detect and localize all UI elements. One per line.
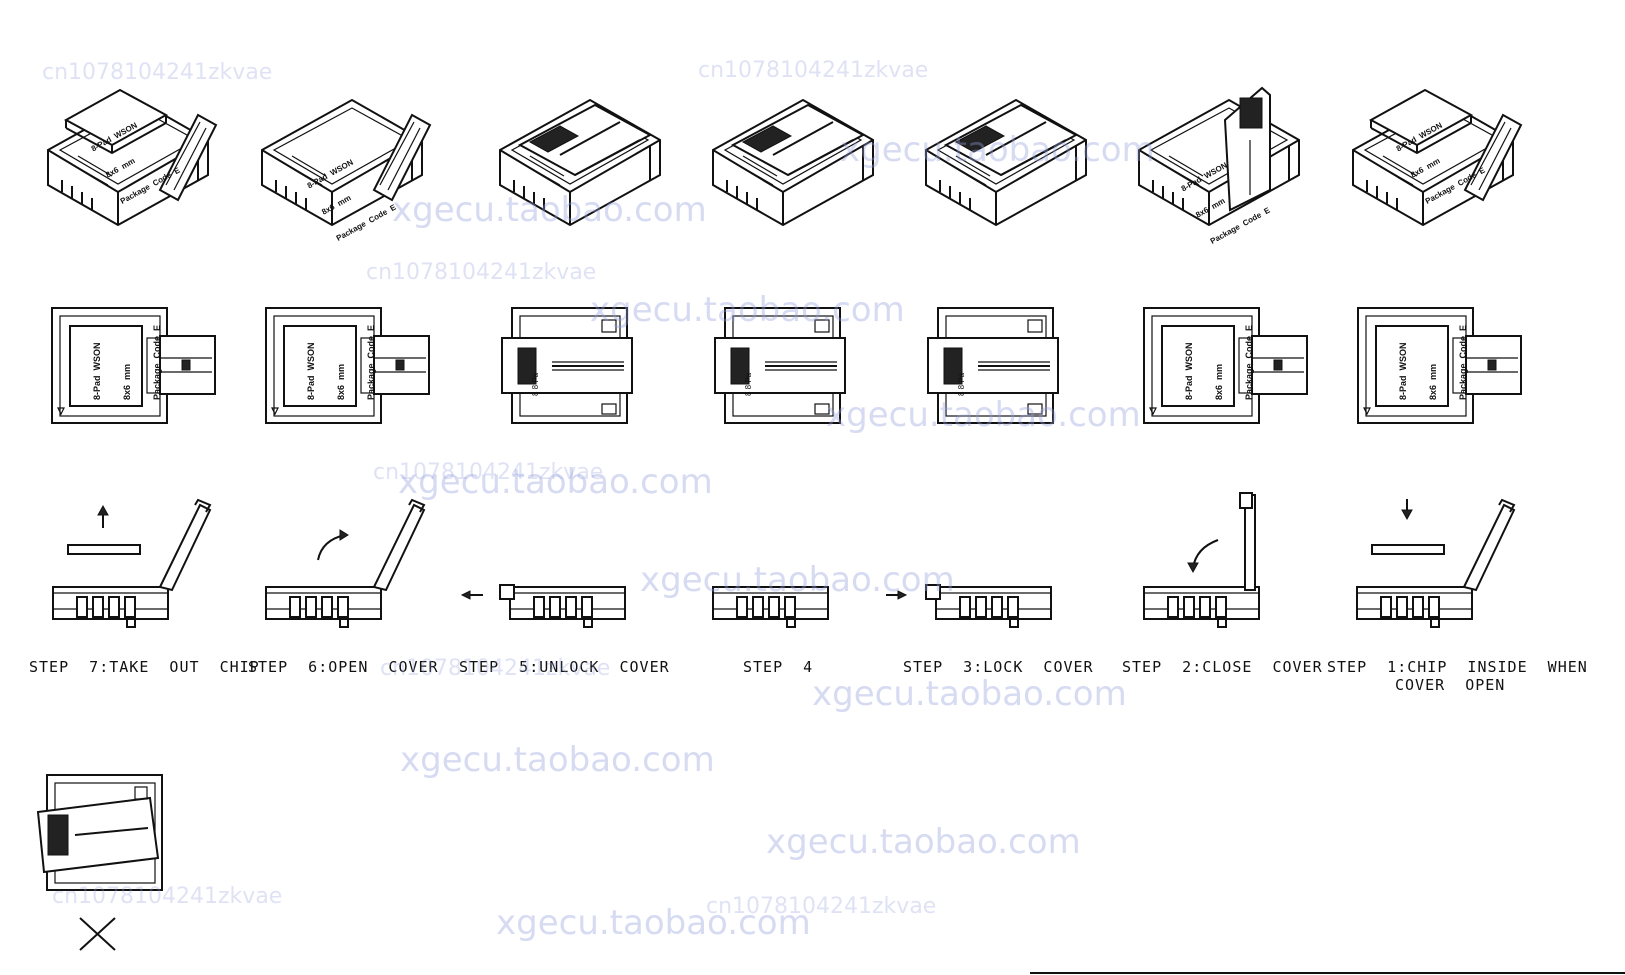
chip-line-2: 8x6 mm — [1194, 196, 1227, 220]
chip-line-1: 8-Pad WSON — [1398, 342, 1408, 400]
step-7-label: STEP 7:TAKE OUT CHIP — [29, 658, 260, 676]
chip-marking-step6: 8-Pad WSON 8x6 mm Package Code E — [286, 325, 386, 400]
chip-line-1: 8-Pad WSON — [1184, 342, 1194, 400]
chip-line-1: 8-Pad WSON — [1179, 160, 1229, 194]
wrong-orientation-view — [36, 774, 163, 951]
chip-line-2: 8x6 mm — [122, 363, 132, 400]
step-4-label: STEP 4 — [743, 658, 814, 676]
chip-line-2: 8x6 mm — [336, 363, 346, 400]
step-5-label: STEP 5:UNLOCK COVER — [459, 658, 670, 676]
side-view-step6 — [265, 498, 426, 628]
chip-line-3: Package Code E — [1458, 324, 1468, 400]
side-view-step3 — [886, 584, 1052, 628]
chip-line-3: Package Code E — [366, 324, 376, 400]
top-view-step4 — [714, 307, 846, 424]
chip-line-3: Package Code E — [152, 324, 162, 400]
side-view-step7 — [52, 498, 212, 628]
side-view-step5 — [460, 584, 626, 628]
side-view-step2 — [1143, 492, 1260, 628]
iso-view-step4 — [712, 99, 874, 226]
step-3-label: STEP 3:LOCK COVER — [903, 658, 1094, 676]
chip-line-1: 8-Pad WSON — [89, 120, 139, 154]
iso-view-step5 — [499, 99, 661, 226]
iso-view-step2 — [1138, 86, 1300, 226]
top-view-step5 — [501, 307, 633, 424]
chip-line-3: Package Code E — [1244, 324, 1254, 400]
chip-line-2: 8x6 mm — [1214, 363, 1224, 400]
chip-line-1: 8-Pad WSON — [306, 342, 316, 400]
side-view-step4 — [712, 586, 829, 628]
side-view-step1 — [1356, 498, 1516, 628]
step-1-label: STEP 1:CHIP INSIDE WHEN — [1327, 658, 1588, 676]
chip-line-1: 8-Pad WSON — [305, 157, 355, 191]
chip-line-2: 8x6 mm — [320, 193, 353, 217]
chip-line-2: 8x6 mm — [1428, 363, 1438, 400]
chip-marking-step1: 8-Pad WSON 8x6 mm Package Code E — [1378, 325, 1478, 400]
chip-line-2: 8x6 mm — [1409, 156, 1442, 180]
step-2-label: STEP 2:CLOSE COVER — [1122, 658, 1323, 676]
top-view-step3 — [927, 307, 1059, 424]
chip-line-2: 8x6 mm — [104, 156, 137, 180]
step-6-label: STEP 6:OPEN COVER — [248, 658, 439, 676]
chip-line-1: 8-Pad WSON — [92, 342, 102, 400]
step-1-label-line2: COVER OPEN — [1395, 676, 1506, 694]
iso-view-step3 — [925, 99, 1087, 226]
chip-marking-step2: 8-Pad WSON 8x6 mm Package Code E — [1164, 325, 1264, 400]
chip-marking-step7: 8-Pad WSON 8x6 mm Package Code E — [72, 325, 172, 400]
chip-line-1: 8-Pad WSON — [1394, 120, 1444, 154]
